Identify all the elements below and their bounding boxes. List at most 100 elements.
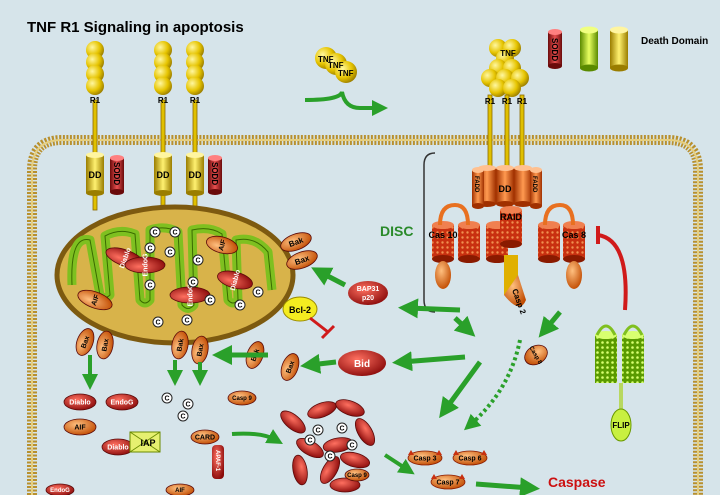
arrow-casp8-to-casp2 [538, 310, 562, 338]
receptor-ball [86, 77, 104, 95]
mito-cytochrome-c-1-label: C [152, 230, 157, 237]
mito-bax-free: Bax [280, 353, 300, 381]
disc-fadd-cylinder-2: FADD [530, 167, 542, 209]
apoptosome-cyt-c-5: C [346, 439, 358, 451]
cyto-diablo-label: Diablo [69, 399, 90, 406]
apoptosome-subunit-2 [307, 401, 337, 419]
legend: SODD Death Domain [548, 26, 708, 72]
executioner-casp3: Casp 3 [407, 450, 443, 466]
receptor-r1-label: R1 [190, 96, 201, 105]
mito-cytochrome-c-9-label: C [195, 258, 200, 265]
sodd-label: SODD [112, 162, 121, 185]
disc-tnf-ball [503, 79, 521, 97]
apoptosome-subunit-1 [280, 410, 306, 434]
receptor-r1-label: R1 [158, 96, 169, 105]
flip-inhibit-line [597, 233, 628, 311]
caspase-cascade-label: Caspase [548, 474, 606, 490]
disc-r1-label-r1b: R1 [502, 97, 513, 106]
card: CARD [190, 429, 220, 445]
iap: IAP [129, 431, 161, 453]
arrow-casp8-dashed [463, 339, 522, 431]
mito-cytochrome-c-9: C [192, 254, 204, 266]
bap31-label-2: p20 [362, 295, 374, 302]
apoptosome-cyt-c-5-label: C [349, 443, 354, 450]
apoptosome-cyt-c-1: C [312, 424, 324, 436]
apoptosome-cyt-c-4: C [304, 434, 316, 446]
mito-bak-top: Bak [280, 232, 312, 252]
cyto-cytochrome-c-1: C [161, 392, 173, 404]
apoptosome-subunit-9 [292, 454, 308, 486]
disc-tnf-label: TNF [500, 49, 516, 58]
cyto-endog-bottom: EndoG [45, 483, 75, 495]
mito-cytochrome-c-7: C [181, 314, 193, 326]
tnf-label-a: TNF [318, 55, 334, 64]
disc-tnf-ball [489, 79, 507, 97]
legend-sodd-label: SODD [550, 38, 559, 61]
executioner-casp7: Casp 7 [430, 474, 466, 490]
mito-bax-bottom-left-label: Bax [80, 335, 91, 350]
flip-cylinder-2 [622, 335, 644, 383]
arrow-disc-to-bap31 [398, 298, 461, 319]
apoptosome-casp9-label: Casp 9 [347, 473, 367, 479]
card-label: CARD [195, 434, 215, 441]
legend-death-domain-label: Death Domain [641, 36, 708, 47]
bcl2: Bcl-2 [282, 296, 318, 322]
mito-bax-top: Bax [286, 250, 318, 270]
mito-aif-2: AIF [206, 235, 238, 255]
cell-membrane [27, 135, 703, 495]
disc-casp8-label: Cas 8 [562, 230, 586, 240]
flip-protein: FLIP [595, 324, 644, 442]
disc-loop-right [543, 202, 575, 226]
mito-bak-bottom-label: Bak [176, 338, 185, 352]
receptor-dd-label: DD [89, 170, 102, 180]
receptor-dd-cylinder [154, 152, 172, 196]
apaf1-label: APAF-1 [214, 450, 220, 472]
disc-dotted-cylinder-1 [432, 221, 454, 263]
arrow-casp7-to-cascade [475, 477, 540, 495]
apoptosome-cyt-c-3-label: C [327, 454, 332, 461]
mito-aif-2-label: AIF [218, 238, 228, 251]
receptor-ball [154, 77, 172, 95]
cyto-cytochrome-c-3: C [177, 410, 189, 422]
mito-cytochrome-c-10: C [204, 294, 216, 306]
bcl2-label: Bcl-2 [289, 305, 311, 315]
disc-dd-label: DD [499, 184, 512, 194]
mito-cytochrome-c-2-label: C [172, 230, 177, 237]
apoptosome-subunit-10 [329, 477, 361, 493]
mito-cytochrome-c-8-label: C [190, 280, 195, 287]
cyto-cytochrome-c-2: C [182, 398, 194, 410]
arrow-casp2-to-bid [392, 351, 466, 372]
apaf1: APAF-1 [212, 445, 224, 479]
mito-cytochrome-c-11: C [234, 299, 246, 311]
legend-death-domain-text: Death Domain [641, 36, 708, 47]
cyto-cytochrome-c-3-label: C [180, 414, 185, 421]
legend-dd-cylinder-yellow [610, 26, 628, 72]
bap31-label-1: BAP31 [357, 286, 380, 293]
mito-bax-bottom: Bax [191, 335, 209, 365]
apoptosome-subunit-3 [335, 399, 365, 417]
legend-sodd-cylinder: SODD [548, 29, 562, 69]
mito-cytochrome-c-4-label: C [167, 250, 172, 257]
mito-cytochrome-c-5: C [144, 279, 156, 291]
casp3-label: Casp 3 [414, 456, 437, 463]
mito-cytochrome-c-4: C [164, 246, 176, 258]
page-title: TNF R1 Signaling in apoptosis [27, 19, 244, 36]
cyto-aif-bottom: AIF [165, 483, 195, 495]
disc-fadd-label: FADD [531, 176, 537, 193]
mito-cytochrome-c-2: C [169, 226, 181, 238]
cyto-cytochrome-c-2-label: C [185, 402, 190, 409]
apoptosome-casp9: Casp 9 [344, 468, 370, 482]
mito-cytochrome-c-11-label: C [237, 303, 242, 310]
bid: Bid [338, 350, 386, 376]
free-casp8: Casp 8 [524, 344, 548, 366]
mito-diablo-2: Diablo [217, 269, 253, 291]
legend-dd-cylinder-green [580, 26, 598, 72]
cyto-diablo-2-label: Diablo [107, 444, 128, 451]
mito-aif-label: AIF [91, 293, 102, 307]
arrow-casp8-to-casp3 [439, 360, 483, 419]
